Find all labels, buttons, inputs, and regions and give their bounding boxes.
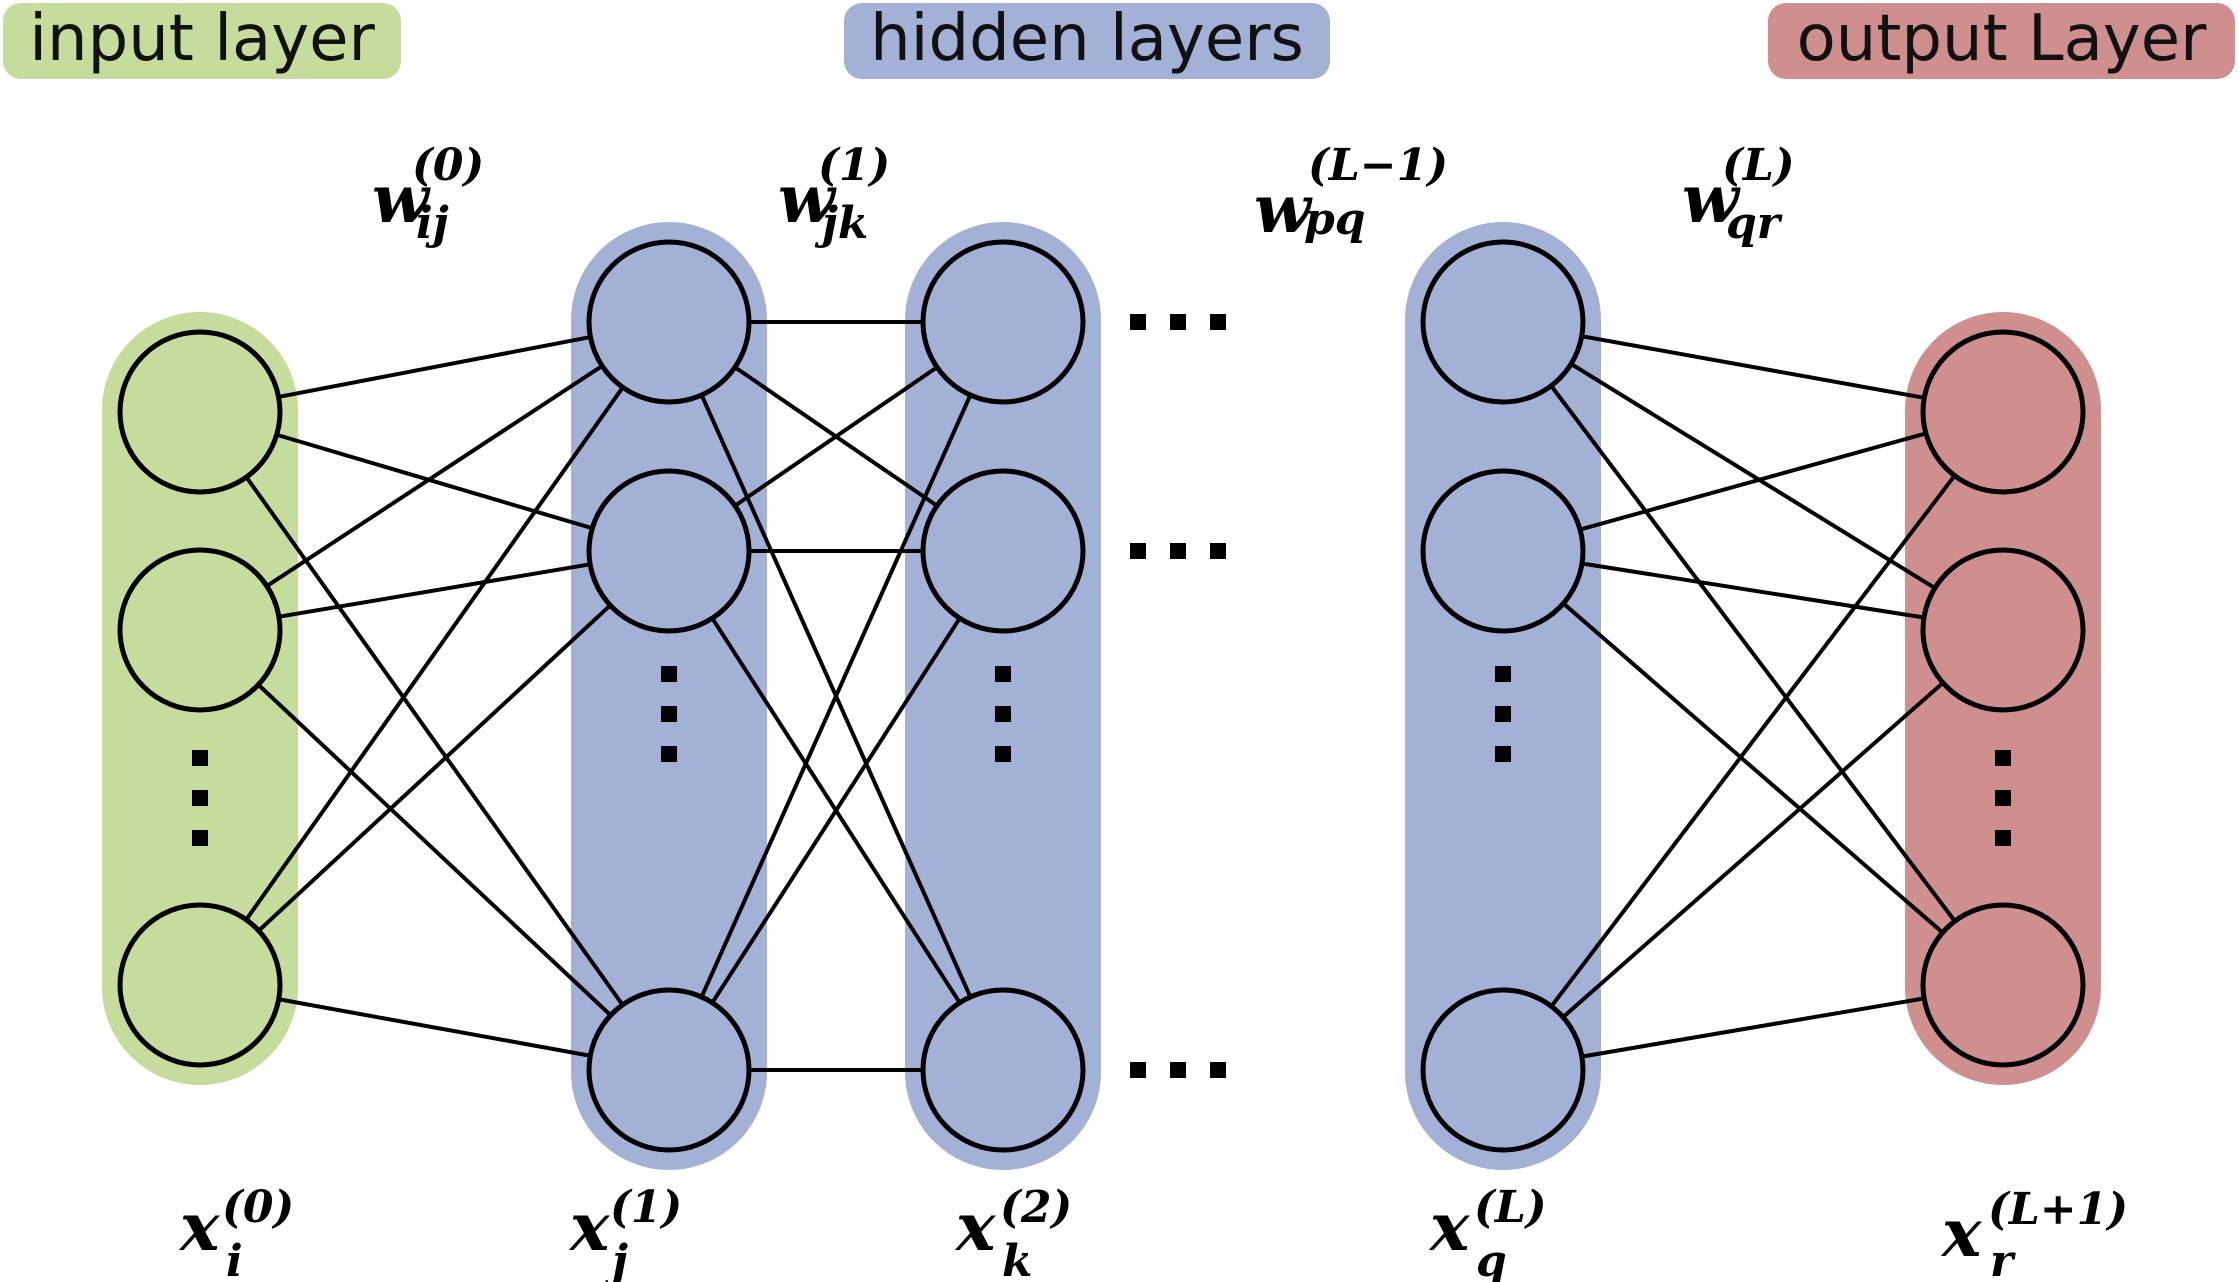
h1-vertical-ellipsis-dot-0 [661,666,677,682]
top-horizontal-ellipsis-dot-2 [1210,314,1226,330]
input-vertical-ellipsis-dot-0 [192,750,208,766]
input-node-1 [117,547,283,713]
node-label-x-q-L: x (L) q [1428,1182,1552,1282]
h2-vertical-ellipsis-dot-2 [995,746,1011,762]
ellipsis-marks [192,314,2011,1078]
h2-node-2 [920,987,1086,1153]
input-h1-edge-0-2 [244,475,625,1007]
weight-label-w-pq-L-1: w (L−1) pq [1254,140,1454,248]
hL-output-edge-0-2 [1549,384,1957,923]
hL-output-edge-2-1 [1561,681,1945,1019]
input-node-0 [117,329,283,495]
h1-node-2 [586,987,752,1153]
hL-node-0 [1420,239,1586,405]
input-layer-label: input layer [3,3,401,79]
layer-band-h1 [571,222,767,1170]
output-vertical-ellipsis-dot-2 [1995,830,2011,846]
input-h1-edge-2-1 [257,603,612,933]
hL-output-edge-0-0 [1581,334,1925,400]
hL-node-1 [1420,468,1586,634]
node-label-x-k-2: x (2) k [954,1182,1078,1282]
output-vertical-ellipsis-dot-1 [1995,790,2011,806]
output-node-2 [1920,902,2086,1068]
top-horizontal-ellipsis-dot-0 [1130,314,1146,330]
output-node-1 [1920,547,2086,713]
h1-h2-edge-2-1 [710,617,962,1004]
input-h1-edge-1-2 [256,683,613,1017]
h1-h2-edge-2-0 [699,394,973,998]
middle-horizontal-ellipsis-dot-1 [1170,543,1186,559]
hL-vertical-ellipsis-dot-2 [1495,746,1511,762]
input-h1-edge-1-0 [265,364,604,588]
weight-label-w-ij-0: w (0) ij [372,140,490,249]
layer-band-hL [1405,222,1601,1170]
input-h1-edge-0-1 [276,432,593,531]
node-label-x-j-1: x (1) j [568,1182,688,1282]
input-vertical-ellipsis-dot-2 [192,830,208,846]
weight-label-w-qr-L: w (L) qr [1682,140,1800,249]
bottom-horizontal-ellipsis-dot-0 [1130,1062,1146,1078]
middle-horizontal-ellipsis-dot-0 [1130,543,1146,559]
output-vertical-ellipsis-dot-0 [1995,750,2011,766]
node-label-x-i-0: x (0) i [178,1182,300,1282]
h1-vertical-ellipsis-dot-2 [661,746,677,762]
h2-vertical-ellipsis-dot-1 [995,706,1011,722]
hL-output-edge-2-0 [1549,474,1957,1008]
h2-vertical-ellipsis-dot-0 [995,666,1011,682]
hL-output-edge-0-1 [1570,362,1936,590]
neurons [117,239,2086,1153]
input-h1-edge-2-2 [278,997,591,1058]
connections [244,320,1957,1072]
hidden-layers-label: hidden layers [844,3,1330,79]
h1-h2-edge-1-0 [733,365,939,508]
h2-node-1 [920,468,1086,634]
hL-output-edge-1-0 [1579,431,1927,532]
input-h1-edge-0-0 [278,335,591,399]
node-label-x-r-L-plus-1: x (L+1) r [1940,1184,2134,1282]
input-vertical-ellipsis-dot-1 [192,790,208,806]
input-h1-edge-2-0 [244,386,625,921]
h1-vertical-ellipsis-dot-1 [661,706,677,722]
hL-vertical-ellipsis-dot-0 [1495,666,1511,682]
input-node-2 [117,902,283,1068]
output-node-0 [1920,329,2086,495]
h1-node-1 [586,468,752,634]
h1-node-0 [586,239,752,405]
hL-node-2 [1420,987,1586,1153]
bottom-horizontal-ellipsis-dot-2 [1210,1062,1226,1078]
input-h1-edge-1-1 [278,562,591,619]
top-horizontal-ellipsis-dot-1 [1170,314,1186,330]
hL-output-edge-2-2 [1581,996,1925,1059]
hL-vertical-ellipsis-dot-1 [1495,706,1511,722]
hL-output-edge-1-2 [1562,601,1944,935]
layer-band-h2 [905,222,1101,1170]
hL-output-edge-1-1 [1581,561,1925,620]
middle-horizontal-ellipsis-dot-2 [1210,543,1226,559]
weight-label-w-jk-1: w (1) jk [778,140,896,249]
bottom-horizontal-ellipsis-dot-1 [1170,1062,1186,1078]
output-layer-label: output Layer [1768,3,2235,79]
h2-node-0 [920,239,1086,405]
